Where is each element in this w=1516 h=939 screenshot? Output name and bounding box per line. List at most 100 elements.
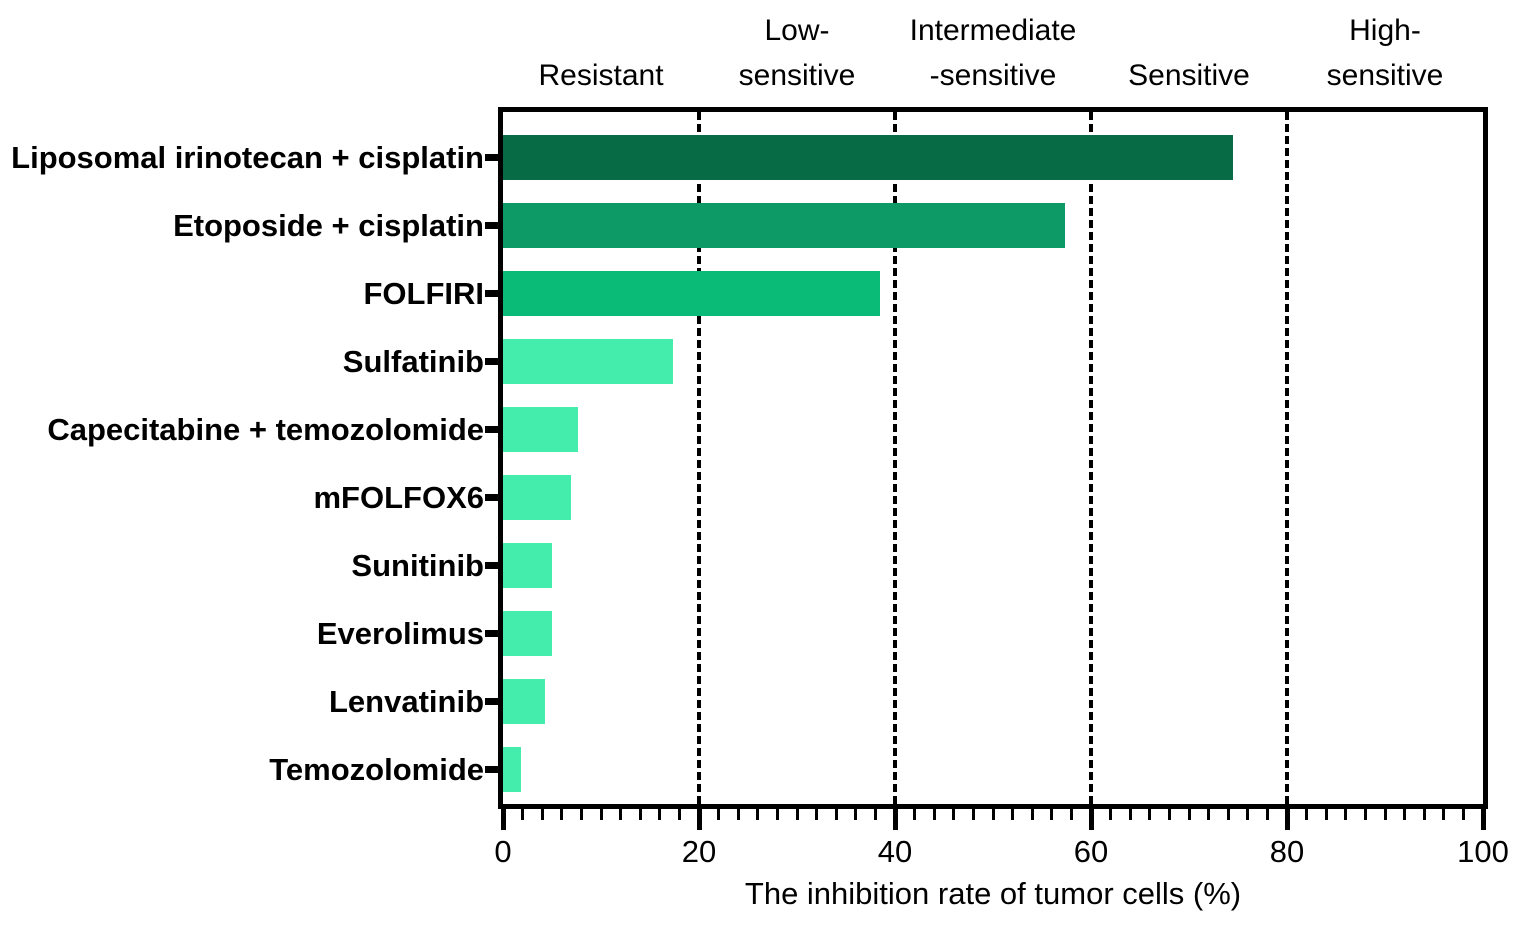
bar	[503, 407, 579, 452]
x-minor-tick	[1148, 809, 1152, 820]
x-minor-tick	[1246, 809, 1250, 820]
x-minor-tick	[1324, 809, 1328, 820]
category-label: Etoposide + cisplatin	[173, 207, 484, 243]
bar	[503, 679, 546, 724]
x-minor-tick	[1069, 809, 1073, 820]
gridline-60	[1089, 112, 1093, 804]
bar	[503, 747, 521, 792]
x-minor-tick	[815, 809, 819, 820]
x-minor-tick	[834, 809, 838, 820]
zone-label: Sensitive	[1039, 0, 1339, 98]
x-minor-tick	[854, 809, 858, 820]
zone-label-line: Sensitive	[1128, 59, 1250, 92]
x-major-tick	[1480, 809, 1486, 830]
x-minor-tick	[913, 809, 917, 820]
y-axis-tick	[485, 290, 503, 297]
y-axis-tick	[485, 698, 503, 705]
x-minor-tick	[619, 809, 623, 820]
x-tick-label: 80	[1269, 834, 1305, 869]
x-minor-tick	[756, 809, 760, 820]
bar	[503, 203, 1065, 248]
zone-label-line: Low-	[764, 14, 830, 47]
y-axis-tick	[485, 562, 503, 569]
bar	[503, 271, 881, 316]
x-minor-tick	[1403, 809, 1407, 820]
x-minor-tick	[1305, 809, 1309, 820]
x-major-tick	[500, 809, 506, 830]
x-minor-tick	[1265, 809, 1269, 820]
x-axis-title: The inhibition rate of tumor cells (%)	[744, 876, 1242, 911]
bar	[503, 135, 1234, 180]
category-label: Sunitinib	[351, 547, 484, 583]
category-label: FOLFIRI	[363, 275, 484, 311]
zone-label-line: sensitive	[1326, 59, 1444, 92]
y-axis-tick	[485, 222, 503, 229]
x-minor-tick	[795, 809, 799, 820]
y-axis-tick	[485, 358, 503, 365]
y-axis-tick	[485, 494, 503, 501]
x-minor-tick	[560, 809, 564, 820]
y-axis-tick	[485, 766, 503, 773]
x-minor-tick	[717, 809, 721, 820]
x-minor-tick	[1422, 809, 1426, 820]
x-minor-tick	[658, 809, 662, 820]
x-tick-label: 20	[681, 834, 717, 869]
category-label: Temozolomide	[269, 751, 484, 787]
x-minor-tick	[775, 809, 779, 820]
x-minor-tick	[540, 809, 544, 820]
x-minor-tick	[1128, 809, 1132, 820]
y-axis-tick	[485, 154, 503, 161]
bar	[503, 611, 552, 656]
x-minor-tick	[1011, 809, 1015, 820]
category-label: Capecitabine + temozolomide	[47, 411, 484, 447]
zone-label: Low-sensitive	[647, 0, 947, 98]
zone-label-line: sensitive	[738, 59, 856, 92]
x-major-tick	[892, 809, 898, 830]
x-minor-tick	[1461, 809, 1465, 820]
x-tick-label: 100	[1457, 834, 1509, 869]
x-minor-tick	[1344, 809, 1348, 820]
x-tick-label: 60	[1073, 834, 1109, 869]
x-minor-tick	[952, 809, 956, 820]
x-minor-tick	[521, 809, 525, 820]
x-minor-tick	[991, 809, 995, 820]
x-minor-tick	[1167, 809, 1171, 820]
x-major-tick	[1284, 809, 1290, 830]
x-minor-tick	[736, 809, 740, 820]
zone-label-line: -sensitive	[929, 59, 1057, 92]
category-label: mFOLFOX6	[313, 479, 484, 515]
x-minor-tick	[1363, 809, 1367, 820]
x-major-tick	[696, 809, 702, 830]
category-label: Sulfatinib	[342, 343, 484, 379]
x-minor-tick	[638, 809, 642, 820]
zone-label-line: Resistant	[538, 59, 664, 92]
x-minor-tick	[1050, 809, 1054, 820]
x-minor-tick	[1207, 809, 1211, 820]
x-minor-tick	[932, 809, 936, 820]
y-axis-tick	[485, 630, 503, 637]
x-minor-tick	[1442, 809, 1446, 820]
gridline-80	[1285, 112, 1289, 804]
zone-label-line: High-	[1349, 14, 1421, 47]
x-tick-label: 40	[877, 834, 913, 869]
gridline-40	[893, 112, 897, 804]
x-minor-tick	[971, 809, 975, 820]
category-label: Everolimus	[316, 615, 484, 651]
x-minor-tick	[1187, 809, 1191, 820]
x-tick-label: 0	[494, 834, 512, 869]
x-major-tick	[1088, 809, 1094, 830]
zone-label: Resistant	[451, 0, 751, 98]
category-label: Lenvatinib	[328, 683, 484, 719]
x-minor-tick	[1109, 809, 1113, 820]
x-minor-tick	[873, 809, 877, 820]
x-minor-tick	[579, 809, 583, 820]
x-minor-tick	[599, 809, 603, 820]
x-minor-tick	[1383, 809, 1387, 820]
zone-label: High-sensitive	[1235, 0, 1516, 98]
y-axis-tick	[485, 426, 503, 433]
bar	[503, 543, 552, 588]
x-minor-tick	[1030, 809, 1034, 820]
category-label: Liposomal irinotecan + cisplatin	[11, 139, 484, 175]
x-minor-tick	[1226, 809, 1230, 820]
